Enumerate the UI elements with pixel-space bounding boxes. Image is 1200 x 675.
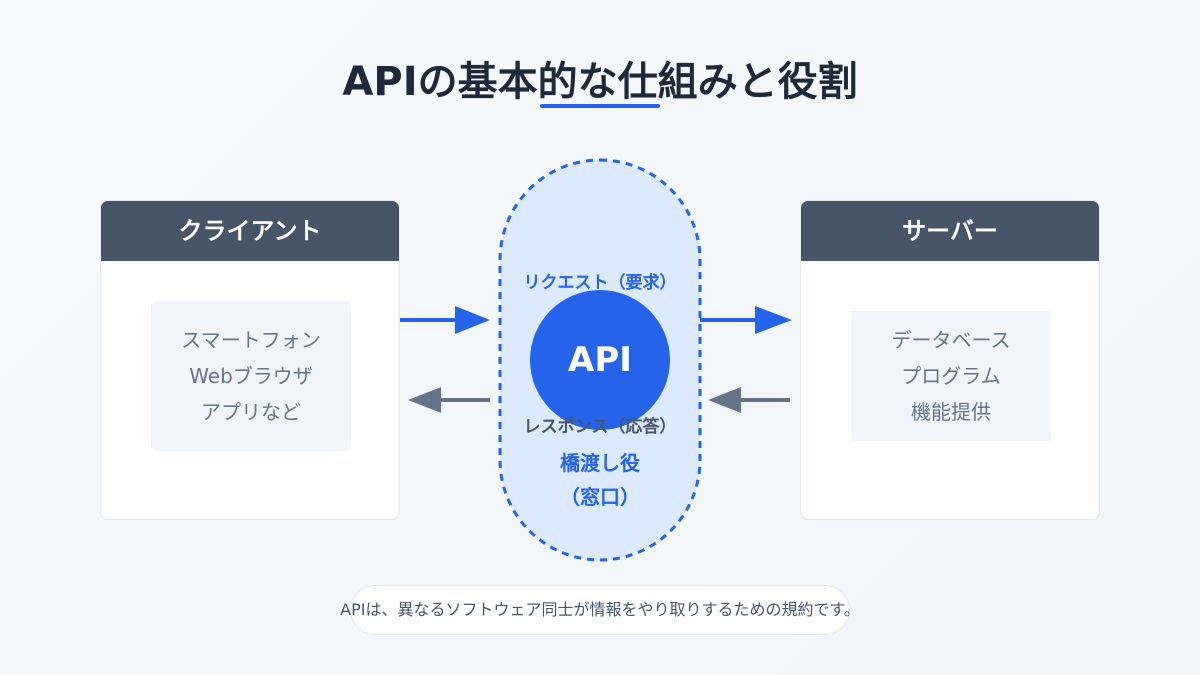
- client-item: アプリなど: [201, 400, 301, 424]
- request-arrowhead-right: [755, 306, 792, 334]
- bridge-role-label: 橋渡し役: [560, 451, 640, 475]
- client-item: スマートフォン: [181, 328, 321, 352]
- response-arrowhead-right: [708, 387, 741, 413]
- server-header: サーバー: [801, 201, 1099, 261]
- client-examples-box: スマートフォン Webブラウザ アプリなど: [151, 301, 351, 451]
- server-item: プログラム: [901, 364, 1001, 388]
- title-underline: [540, 104, 660, 108]
- api-circle: [530, 290, 670, 430]
- server-panel: サーバー データベース プログラム 機能提供: [800, 200, 1100, 520]
- api-circle-label: API: [568, 340, 632, 380]
- response-arrowhead-left: [408, 387, 441, 413]
- client-item: Webブラウザ: [189, 364, 313, 388]
- footer-caption: APIは、異なるソフトウェア同士が情報をやり取りするための規約です。: [340, 600, 860, 619]
- footer-pill: [350, 585, 850, 635]
- request-label: リクエスト（要求）: [523, 273, 677, 293]
- request-arrowhead-left: [455, 306, 490, 334]
- server-item: 機能提供: [911, 400, 991, 424]
- response-label: レスポンス（応答）: [523, 417, 677, 437]
- client-header: クライアント: [101, 201, 399, 261]
- diagram-title: APIの基本的な仕組みと役割: [342, 59, 858, 105]
- bridge-role-sublabel: （窓口）: [560, 485, 640, 509]
- client-panel: クライアント スマートフォン Webブラウザ アプリなど: [100, 200, 400, 520]
- server-item: データベース: [891, 328, 1011, 352]
- server-functions-box: データベース プログラム 機能提供: [851, 311, 1051, 441]
